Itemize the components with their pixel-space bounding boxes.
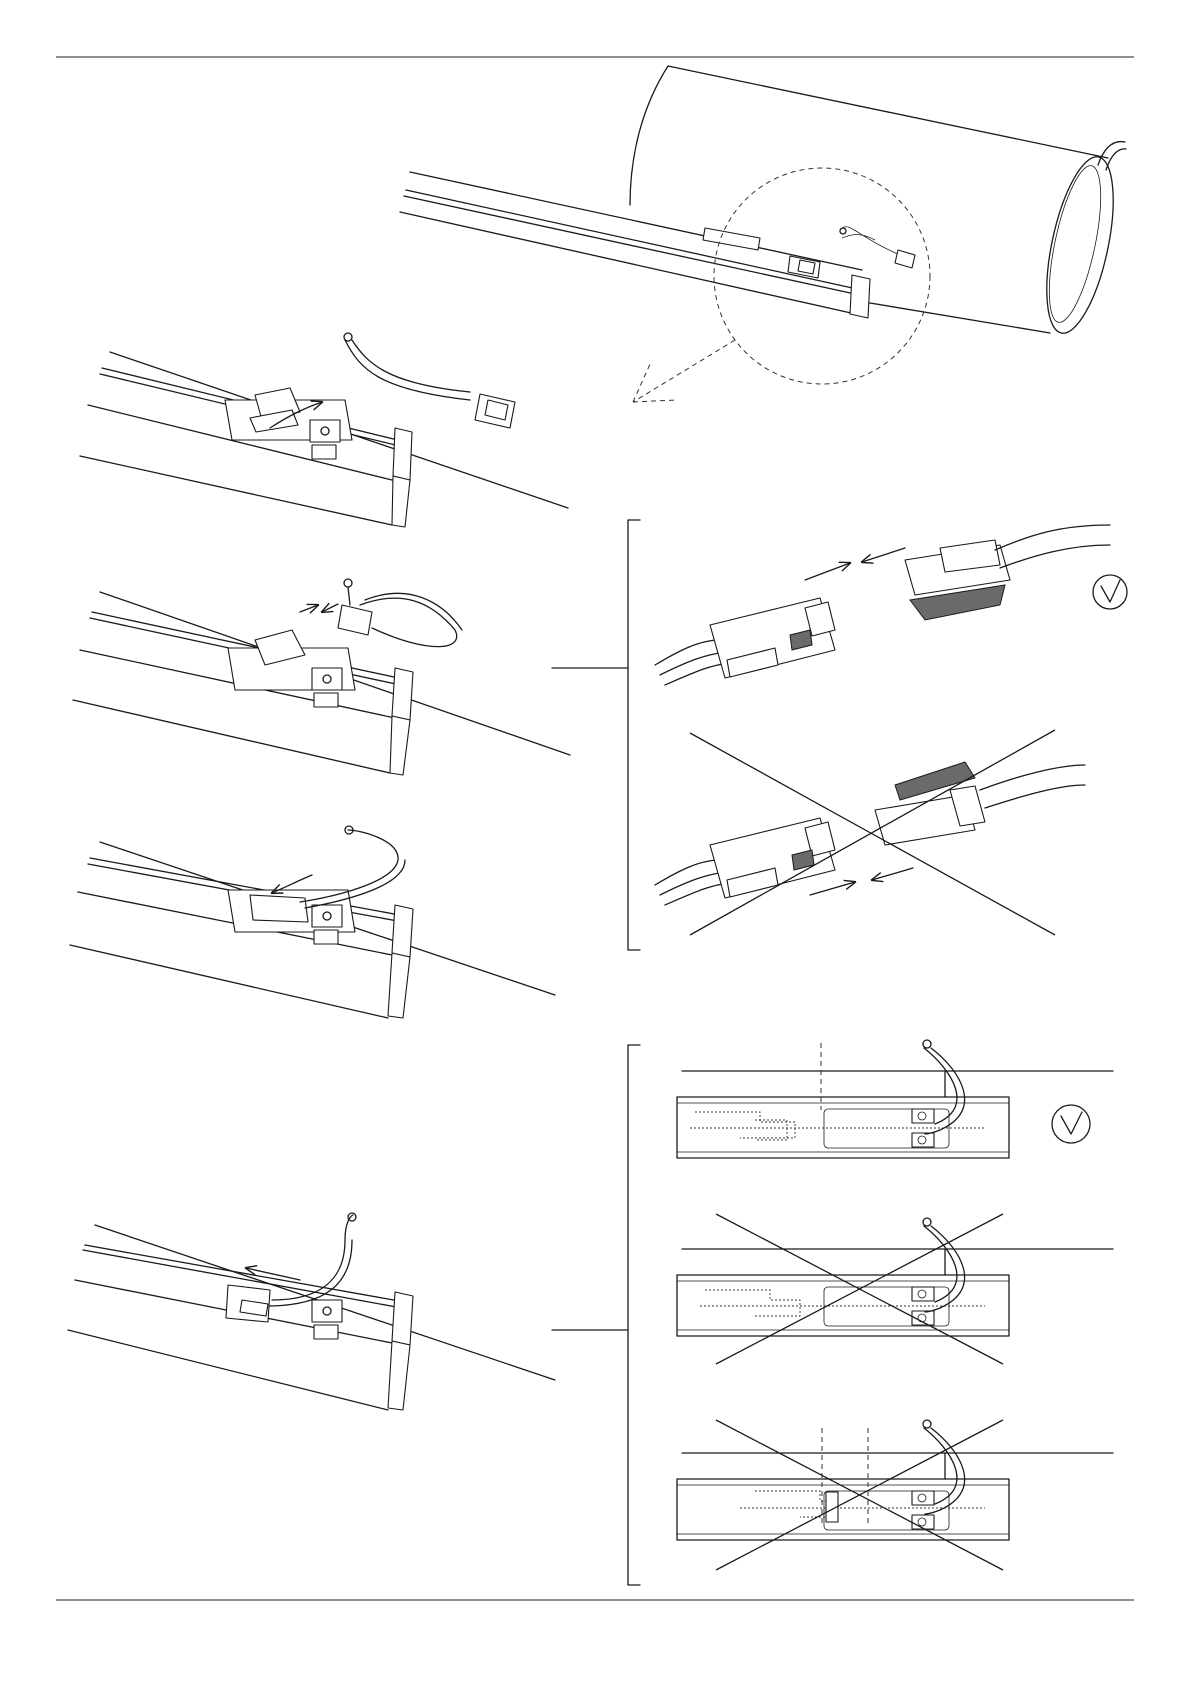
overview-illustration bbox=[400, 66, 1126, 402]
position-check-bracket bbox=[552, 1045, 640, 1585]
push-arrows-icon bbox=[300, 604, 338, 612]
luminaire-body bbox=[630, 66, 1126, 339]
step-4-illustration bbox=[68, 1213, 555, 1410]
position-correct-figure bbox=[677, 1040, 1113, 1158]
push-arrows-icon bbox=[805, 548, 905, 580]
connector-check-bracket bbox=[552, 520, 640, 950]
step-1-illustration bbox=[80, 333, 568, 527]
position-wrong-b-figure bbox=[677, 1420, 1113, 1570]
detail-leader bbox=[633, 340, 735, 402]
overview-rail bbox=[400, 172, 915, 318]
connector-wrong-figure bbox=[655, 730, 1085, 935]
connector-correct-figure bbox=[655, 525, 1127, 685]
cross-icon bbox=[690, 730, 1055, 935]
detail-circle-icon bbox=[714, 168, 930, 384]
step-3-illustration bbox=[70, 826, 555, 1018]
step-2-illustration bbox=[73, 579, 570, 775]
check-circle-icon bbox=[1093, 575, 1127, 609]
check-circle-icon bbox=[1052, 1105, 1090, 1143]
cross-icon bbox=[716, 1214, 1003, 1364]
position-wrong-a-figure bbox=[677, 1214, 1113, 1364]
